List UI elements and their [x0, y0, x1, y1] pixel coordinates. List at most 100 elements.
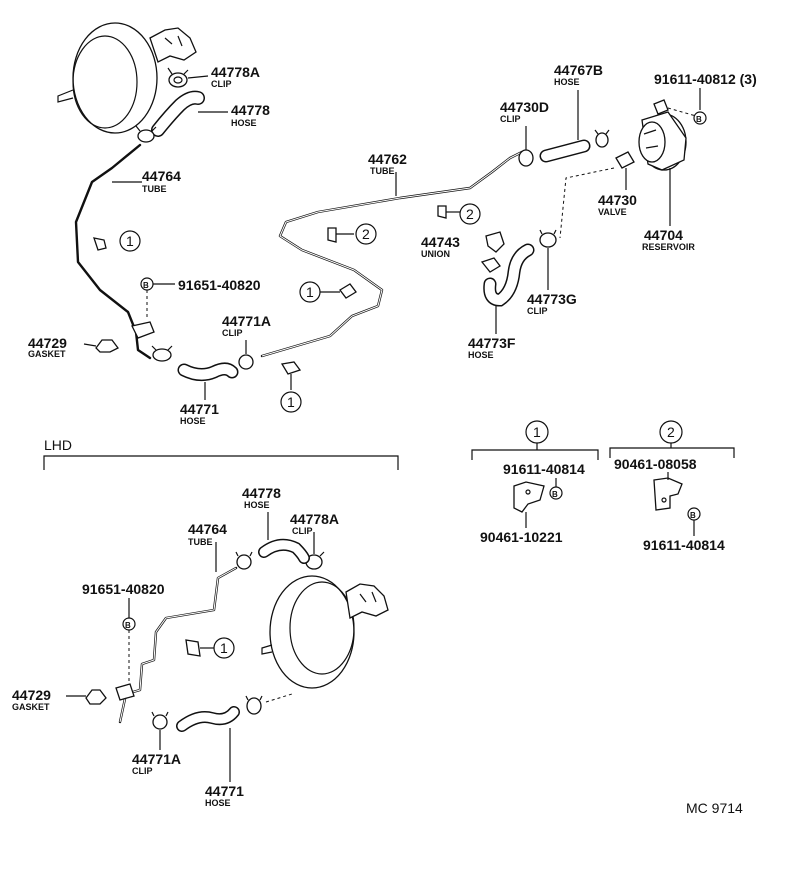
desc-44743: UNION — [421, 249, 450, 259]
bolt-91611-40812: B — [667, 88, 707, 125]
label-detail2-clamp: 90461-08058 — [614, 456, 697, 472]
marker-1-top-a: 1 — [119, 230, 141, 252]
svg-text:2: 2 — [667, 424, 675, 440]
desc-44730d: CLIP — [500, 114, 521, 124]
clip-44771a-top — [238, 340, 254, 370]
label-44704: 44704 — [644, 227, 683, 243]
dash-valve-link — [559, 167, 615, 239]
desc-44771-top: HOSE — [180, 416, 206, 426]
clamp-1-bottom: 1 — [185, 637, 235, 659]
label-detail2-bolt: 91611-40814 — [643, 537, 725, 553]
label-44771a-bottom: 44771A — [132, 751, 181, 767]
svg-text:1: 1 — [126, 233, 134, 249]
brake-booster-top — [57, 22, 197, 134]
svg-text:2: 2 — [362, 226, 370, 242]
clip-booster-bottom — [245, 693, 293, 715]
lhd-title: LHD — [44, 437, 72, 453]
svg-text:1: 1 — [287, 394, 295, 410]
clip-44771a-bottom — [151, 711, 169, 750]
desc-44771a-bottom: CLIP — [132, 766, 153, 776]
desc-44729-top: GASKET — [28, 349, 66, 359]
hose-44771-bottom — [176, 706, 240, 782]
desc-44730: VALVE — [598, 207, 627, 217]
label-44729-bottom: 44729 — [12, 687, 51, 703]
label-44762: 44762 — [368, 151, 407, 167]
detail1-clamp — [513, 481, 545, 528]
clamp-1-top-a — [93, 237, 107, 251]
desc-44771-bottom: HOSE — [205, 798, 231, 808]
detail2-bolt-icon: B — [687, 507, 701, 536]
brake-booster-bottom — [261, 575, 389, 689]
hose-44767b — [539, 90, 591, 163]
desc-44729-bottom: GASKET — [12, 702, 50, 712]
detail-2: 2 — [609, 420, 735, 458]
desc-44778-top: HOSE — [231, 118, 257, 128]
desc-44762: TUBE — [370, 166, 395, 176]
svg-text:1: 1 — [220, 640, 228, 656]
desc-44764-bottom: TUBE — [188, 537, 213, 547]
gasket-44729-bottom — [66, 683, 135, 705]
clip-44778a-bottom — [303, 532, 325, 570]
hose-44773f — [483, 243, 535, 334]
label-44778-bottom: 44778 — [242, 485, 281, 501]
clamp-2-top-a: 2 — [327, 223, 377, 245]
desc-44767b: HOSE — [554, 77, 580, 87]
svg-text:1: 1 — [306, 284, 314, 300]
desc-44773g: CLIP — [527, 306, 548, 316]
desc-44773f: HOSE — [468, 350, 494, 360]
union-44743 — [480, 231, 505, 273]
label-44778a-top: 44778A — [211, 64, 260, 80]
label-44778a-bottom: 44778A — [290, 511, 339, 527]
clip-top-left — [135, 125, 157, 143]
tube-44762 — [260, 150, 524, 358]
label-44771-top: 44771 — [180, 401, 219, 417]
marker-1-top-c: 1 — [299, 281, 340, 303]
clamp-1-top-c — [339, 283, 357, 299]
svg-text:B: B — [125, 621, 131, 630]
label-91651-bottom: 91651-40820 — [82, 581, 165, 597]
bolt-91651-top: B — [140, 277, 175, 320]
label-91611-40812: 91611-40812 (3) — [654, 71, 757, 87]
label-44764-top: 44764 — [142, 168, 181, 184]
clip-lower-left-top — [151, 345, 173, 362]
label-44767b: 44767B — [554, 62, 603, 78]
svg-text:B: B — [552, 490, 558, 499]
svg-text:B: B — [690, 511, 696, 520]
hose-44771-top — [177, 362, 239, 382]
detail-1: 1 — [471, 420, 599, 460]
label-detail1-bolt: 91611-40814 — [503, 461, 585, 477]
label-detail1-clamp: 90461-10221 — [480, 529, 563, 545]
desc-44764-top: TUBE — [142, 184, 167, 194]
marker-1-top-b: 1 — [280, 391, 302, 413]
clip-44730d — [518, 126, 534, 167]
svg-text:1: 1 — [533, 424, 541, 440]
clip-reservoir — [594, 129, 610, 148]
label-44730: 44730 — [598, 192, 637, 208]
label-44764-bottom: 44764 — [188, 521, 227, 537]
lhd-bracket-line — [43, 455, 399, 470]
desc-44704: RESERVOIR — [642, 242, 695, 252]
label-44771a-top: 44771A — [222, 313, 271, 329]
detail2-clamp — [653, 472, 683, 511]
valve-44730 — [615, 151, 635, 190]
desc-44778-bottom: HOSE — [244, 500, 270, 510]
svg-text:2: 2 — [466, 206, 474, 222]
label-44773f: 44773F — [468, 335, 516, 351]
bracket-top — [131, 321, 155, 339]
svg-text:B: B — [696, 115, 702, 124]
gasket-44729-top — [83, 339, 119, 353]
desc-44778a-top: CLIP — [211, 79, 232, 89]
svg-text:B: B — [143, 281, 149, 290]
bolt-91651-bottom: B — [122, 598, 136, 690]
desc-44778a-bottom: CLIP — [292, 526, 313, 536]
figure-code: MC 9714 — [686, 800, 743, 816]
reservoir-44704 — [638, 99, 687, 171]
clamp-1-top-b — [280, 361, 302, 390]
label-44778-top: 44778 — [231, 102, 270, 118]
clip-44773g — [539, 229, 557, 290]
leader-44778a-top — [187, 75, 209, 79]
clip-tube-bottom — [235, 551, 253, 570]
desc-44771a-top: CLIP — [222, 328, 243, 338]
